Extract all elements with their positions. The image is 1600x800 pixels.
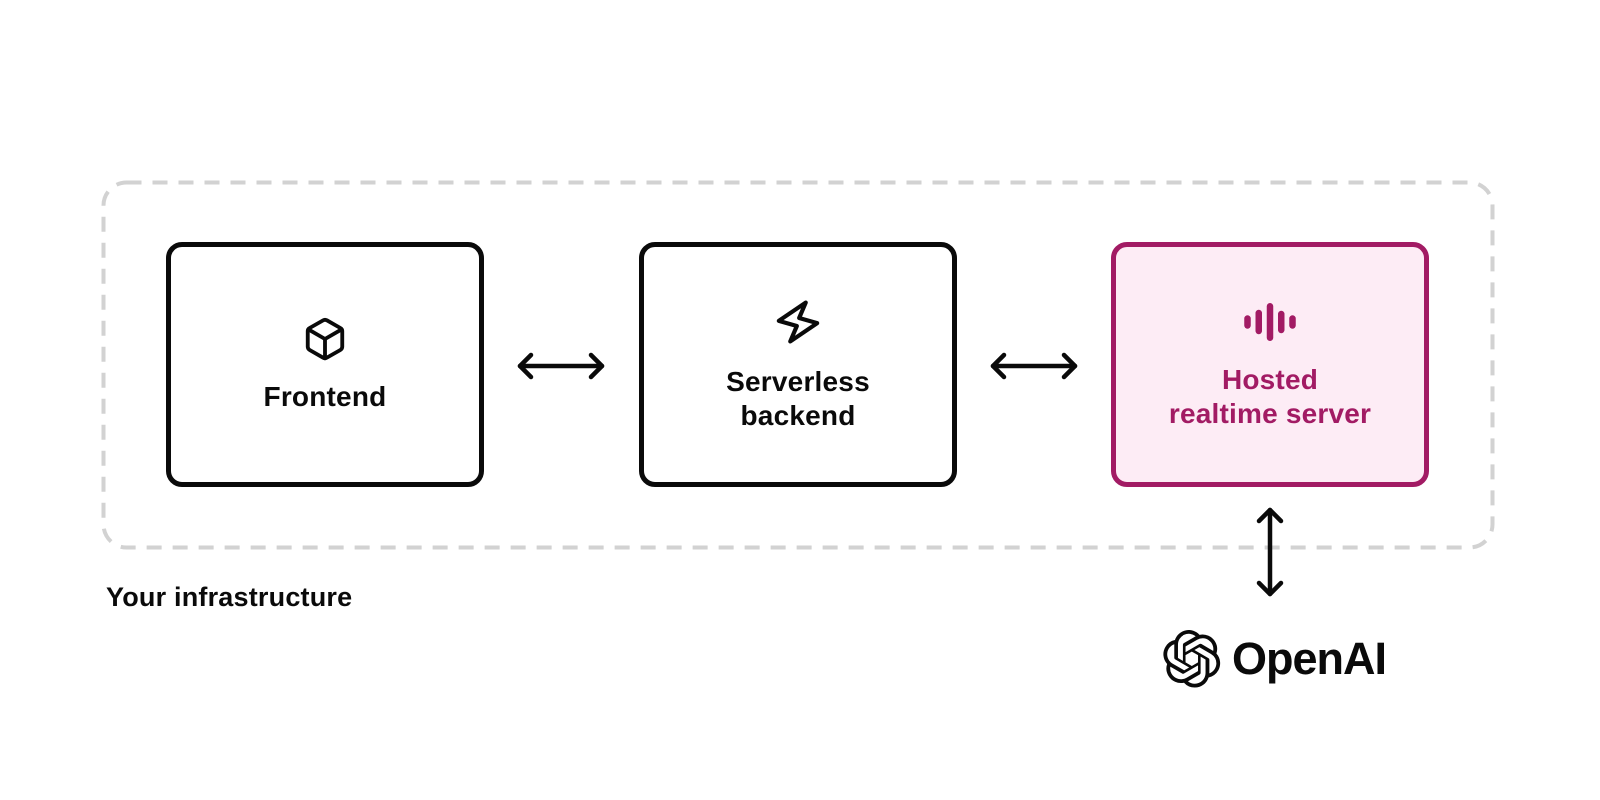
hosted-realtime-server-node-label: Hosted realtime server xyxy=(1168,363,1372,429)
infrastructure-boundary xyxy=(101,180,1495,550)
infrastructure-boundary-label: Your infrastructure xyxy=(106,582,353,612)
audio-waveform-icon xyxy=(1244,302,1296,341)
cube-icon xyxy=(305,317,345,360)
dashed-border xyxy=(101,180,1495,550)
frontend-backend-arrow xyxy=(517,352,605,380)
lightning-bolt-icon xyxy=(776,299,820,344)
openai-logo-icon xyxy=(1163,630,1221,688)
openai-wordmark: OpenAI xyxy=(1232,633,1387,684)
realtime-openai-arrow xyxy=(1256,507,1284,597)
frontend-node-label: Frontend xyxy=(263,380,387,412)
serverless-backend-node-label: Serverless backend xyxy=(726,365,870,431)
frontend-node: Frontend xyxy=(166,242,484,487)
backend-realtime-arrow xyxy=(990,352,1078,380)
hosted-realtime-server-node: Hosted realtime server xyxy=(1111,242,1429,487)
openai-logo: OpenAI xyxy=(1163,629,1387,689)
serverless-backend-node: Serverless backend xyxy=(639,242,957,487)
